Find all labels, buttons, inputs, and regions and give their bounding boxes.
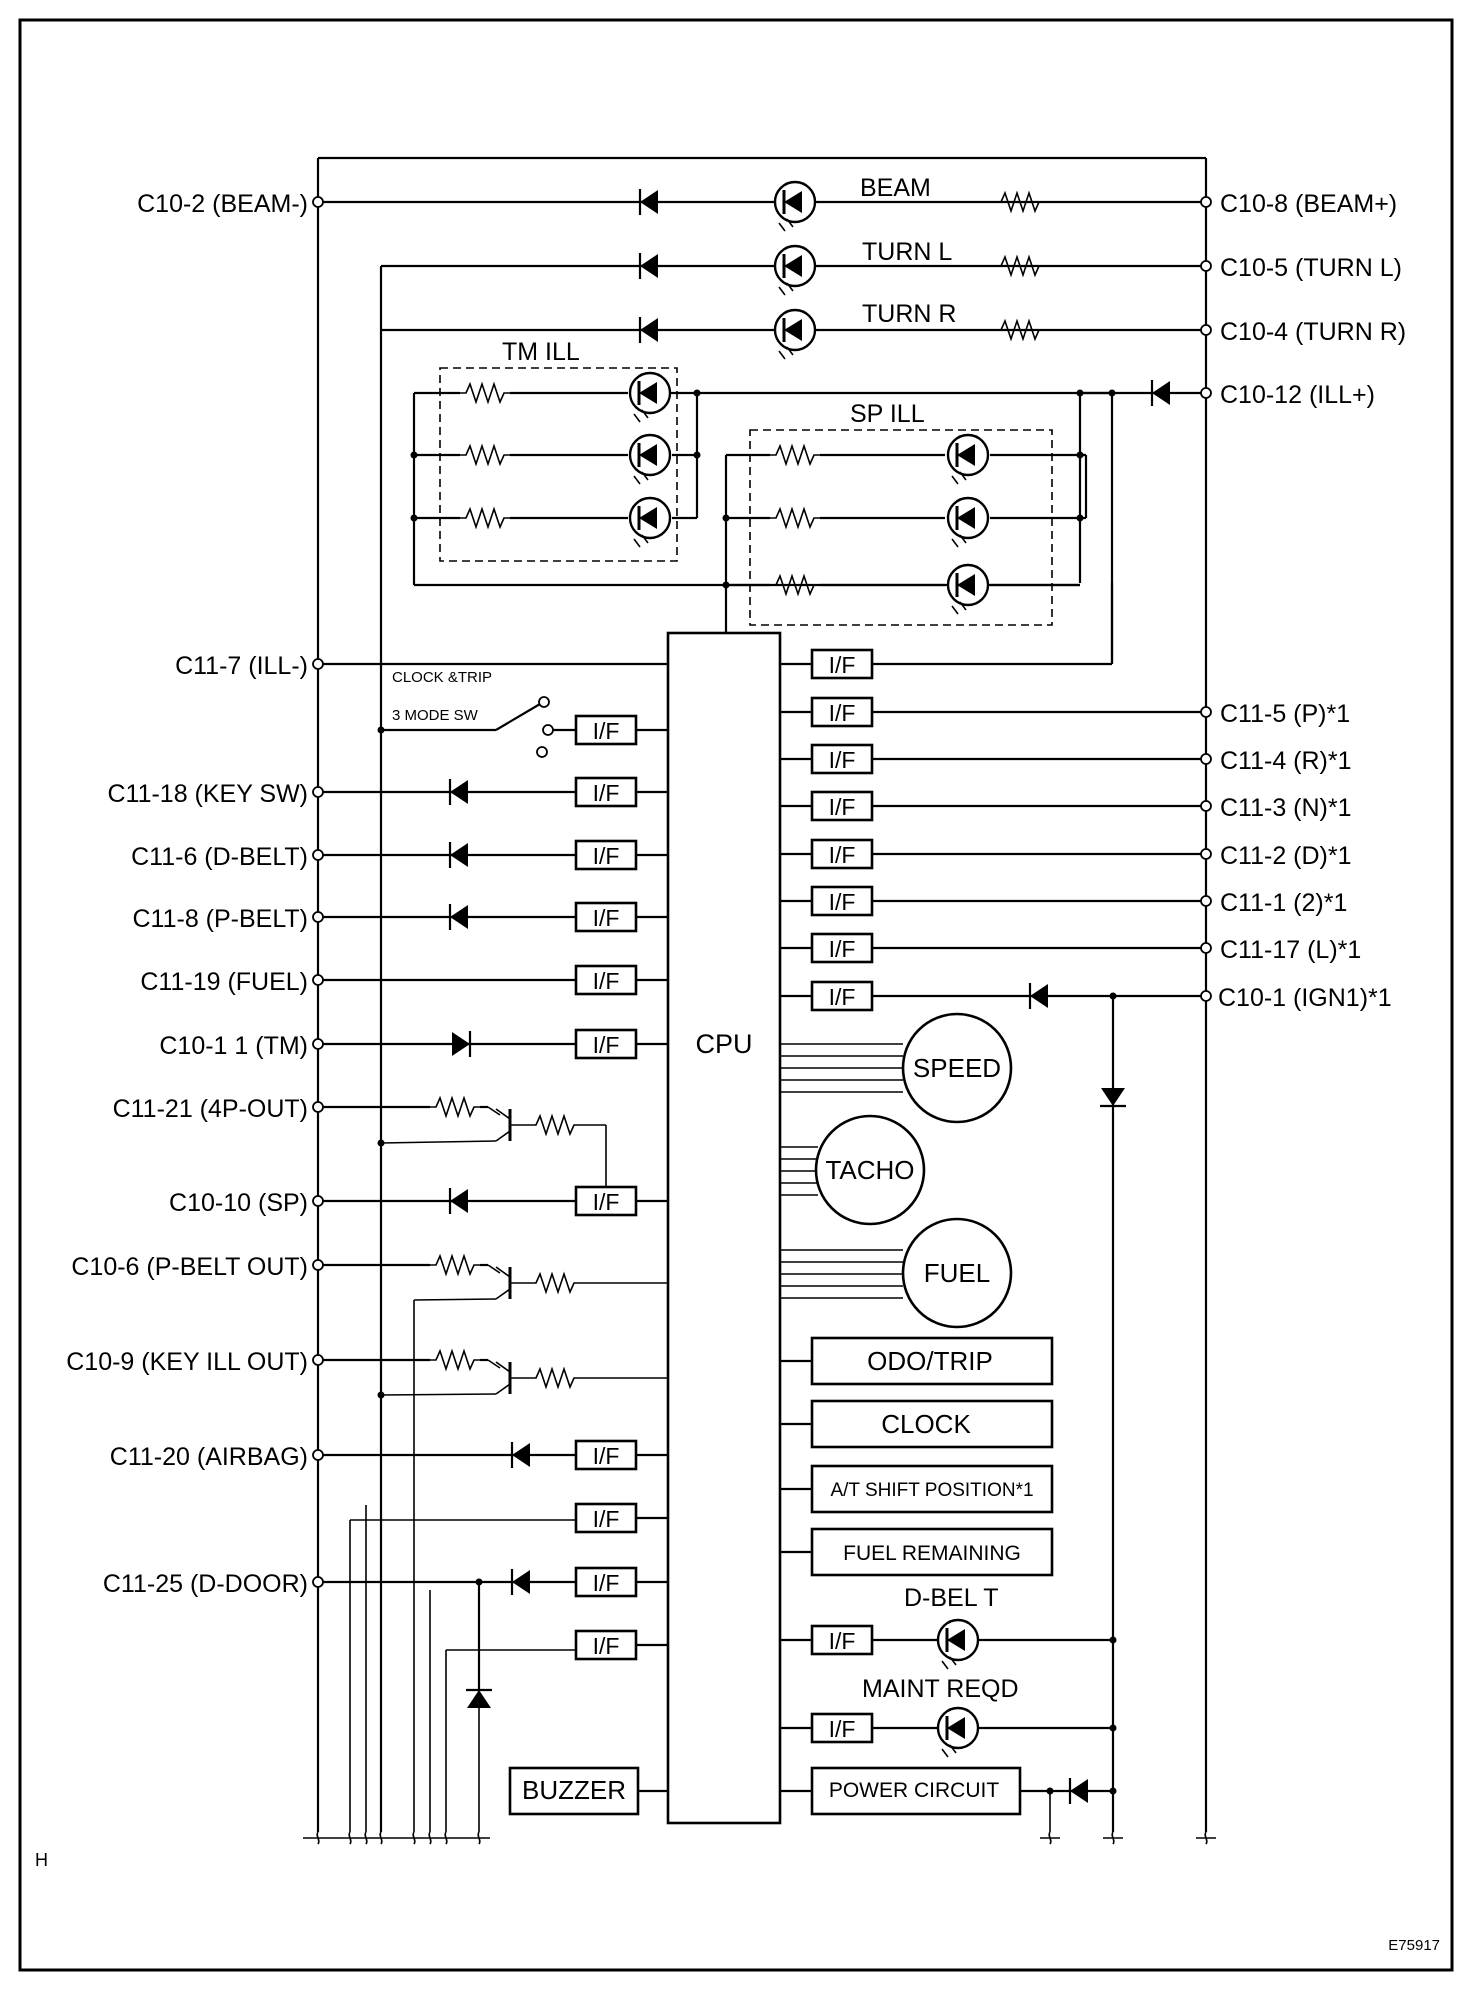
power-circuit-label: POWER CIRCUIT <box>829 1779 1000 1802</box>
odo-trip-block: ODO/TRIP <box>780 1336 1054 1386</box>
clock-trip-mode-switch: CLOCK &TRIP 3 MODE SW <box>377 669 576 758</box>
svg-text:I/F: I/F <box>829 936 856 962</box>
tacho-gauge-label: TACHO <box>825 1155 914 1185</box>
fuel-gauge: FUEL <box>780 1217 1013 1329</box>
bus-break-marks <box>303 1831 1216 1845</box>
terminal-c11-8: C11-8 (P-BELT) <box>132 905 308 933</box>
terminal-c11-1: C11-1 (2)*1 <box>1220 889 1347 917</box>
svg-text:I/F: I/F <box>829 747 856 773</box>
terminal-c11-25: C11-25 (D-DOOR) <box>103 1570 308 1598</box>
terminal-c10-11: C10-1 1 (TM) <box>159 1032 308 1060</box>
switch-label-3-mode: 3 MODE SW <box>392 707 479 724</box>
svg-text:I/F: I/F <box>593 968 620 994</box>
fuel-remaining-label: FUEL REMAINING <box>843 1542 1021 1565</box>
svg-text:I/F: I/F <box>593 780 620 806</box>
svg-text:I/F: I/F <box>829 984 856 1010</box>
page-frame <box>18 18 1454 1972</box>
terminal-c10-6: C10-6 (P-BELT OUT) <box>71 1253 308 1281</box>
right-terminal-labels: C10-8 (BEAM+) C10-5 (TURN L) C10-4 (TURN… <box>1200 190 1406 1012</box>
maint-reqd-label: MAINT REQD <box>862 1675 1019 1703</box>
transistor-p-belt-out <box>323 1255 668 1301</box>
svg-text:I/F: I/F <box>593 718 620 744</box>
speed-gauge: SPEED <box>780 1012 1013 1124</box>
svg-text:I/F: I/F <box>829 652 856 678</box>
transistor-key-ill-out <box>323 1350 668 1399</box>
sp-ill-label: SP ILL <box>850 400 925 428</box>
beam-circuit: BEAM <box>318 174 1206 233</box>
left-if-rows: I/F I/F I/F I/F I/F I/F I <box>323 714 668 1710</box>
turn-l-circuit: TURN L <box>381 238 1206 297</box>
transistor-4p-out <box>323 1097 607 1187</box>
svg-text:I/F: I/F <box>829 1716 856 1742</box>
terminal-c10-10: C10-10 (SP) <box>169 1189 308 1217</box>
power-circuit-block: POWER CIRCUIT <box>780 1766 1117 1832</box>
speed-gauge-label: SPEED <box>913 1053 1001 1083</box>
svg-text:I/F: I/F <box>593 1032 620 1058</box>
lamp-label-turn-l: TURN L <box>862 238 952 266</box>
svg-text:I/F: I/F <box>593 1443 620 1469</box>
fuel-remaining-block: FUEL REMAINING <box>780 1527 1054 1577</box>
svg-text:I/F: I/F <box>829 842 856 868</box>
svg-text:I/F: I/F <box>593 1633 620 1659</box>
svg-text:I/F: I/F <box>593 905 620 931</box>
buzzer-label: BUZZER <box>522 1775 626 1805</box>
terminal-c10-9: C10-9 (KEY ILL OUT) <box>66 1348 308 1376</box>
corner-mark: H <box>35 1850 48 1870</box>
at-shift-position-label: A/T SHIFT POSITION*1 <box>830 1480 1033 1501</box>
svg-text:I/F: I/F <box>829 889 856 915</box>
ill-plus-line <box>650 378 1206 663</box>
svg-text:I/F: I/F <box>593 1506 620 1532</box>
terminal-c10-1: C10-1 (IGN1)*1 <box>1218 984 1392 1012</box>
lamp-label-beam: BEAM <box>860 174 931 202</box>
tm-ill-label: TM ILL <box>502 338 580 366</box>
terminal-c10-5: C10-5 (TURN L) <box>1220 254 1402 282</box>
lamp-label-turn-r: TURN R <box>862 300 956 328</box>
turn-r-circuit: TURN R <box>381 300 1206 361</box>
svg-text:I/F: I/F <box>829 794 856 820</box>
svg-text:I/F: I/F <box>593 843 620 869</box>
terminal-c10-2: C10-2 (BEAM-) <box>137 190 308 218</box>
terminal-c11-4: C11-4 (R)*1 <box>1220 747 1352 775</box>
dbelt-lamp: D-BEL T I/F <box>780 1584 1117 1671</box>
buzzer-block: BUZZER <box>508 1766 668 1816</box>
terminal-c11-18: C11-18 (KEY SW) <box>107 780 308 808</box>
at-shift-position-block: A/T SHIFT POSITION*1 <box>780 1464 1054 1514</box>
clock-block: CLOCK <box>780 1399 1054 1449</box>
terminal-c10-12: C10-12 (ILL+) <box>1220 381 1375 409</box>
maint-reqd-lamp: MAINT REQD I/F <box>780 1675 1117 1759</box>
terminal-c10-4: C10-4 (TURN R) <box>1220 318 1406 346</box>
cpu-label: CPU <box>695 1029 752 1059</box>
terminal-c11-19: C11-19 (FUEL) <box>140 968 308 996</box>
terminal-c11-5: C11-5 (P)*1 <box>1220 700 1350 728</box>
terminal-c11-3: C11-3 (N)*1 <box>1220 794 1352 822</box>
terminal-c11-7: C11-7 (ILL-) <box>175 652 308 680</box>
clock-label: CLOCK <box>881 1409 971 1439</box>
switch-label-clock-trip: CLOCK &TRIP <box>392 669 492 686</box>
odo-trip-label: ODO/TRIP <box>867 1346 993 1376</box>
figure-code: E75917 <box>1388 1937 1440 1954</box>
cpu-block <box>666 631 782 1825</box>
terminal-c11-21: C11-21 (4P-OUT) <box>113 1095 308 1123</box>
left-terminal-labels: C11-18 (KEY SW) C11-6 (D-BELT) C11-8 (P-… <box>66 780 324 1598</box>
terminal-c10-8: C10-8 (BEAM+) <box>1220 190 1397 218</box>
svg-text:I/F: I/F <box>593 1189 620 1215</box>
svg-text:I/F: I/F <box>593 1570 620 1596</box>
terminal-c11-20: C11-20 (AIRBAG) <box>110 1443 308 1471</box>
terminal-c11-6: C11-6 (D-BELT) <box>131 843 308 871</box>
right-if-rows: I/F I/F I/F I/F I/F I/F I/F <box>780 583 1201 1832</box>
terminal-c11-2: C11-2 (D)*1 <box>1220 842 1352 870</box>
svg-text:I/F: I/F <box>829 700 856 726</box>
terminal-c11-17: C11-17 (L)*1 <box>1220 936 1361 964</box>
dbelt-lamp-label: D-BEL T <box>904 1584 998 1612</box>
fuel-gauge-label: FUEL <box>924 1258 990 1288</box>
svg-text:I/F: I/F <box>829 1628 856 1654</box>
tacho-gauge: TACHO <box>780 1114 926 1226</box>
sp-ill-group: SP ILL <box>722 400 1088 636</box>
